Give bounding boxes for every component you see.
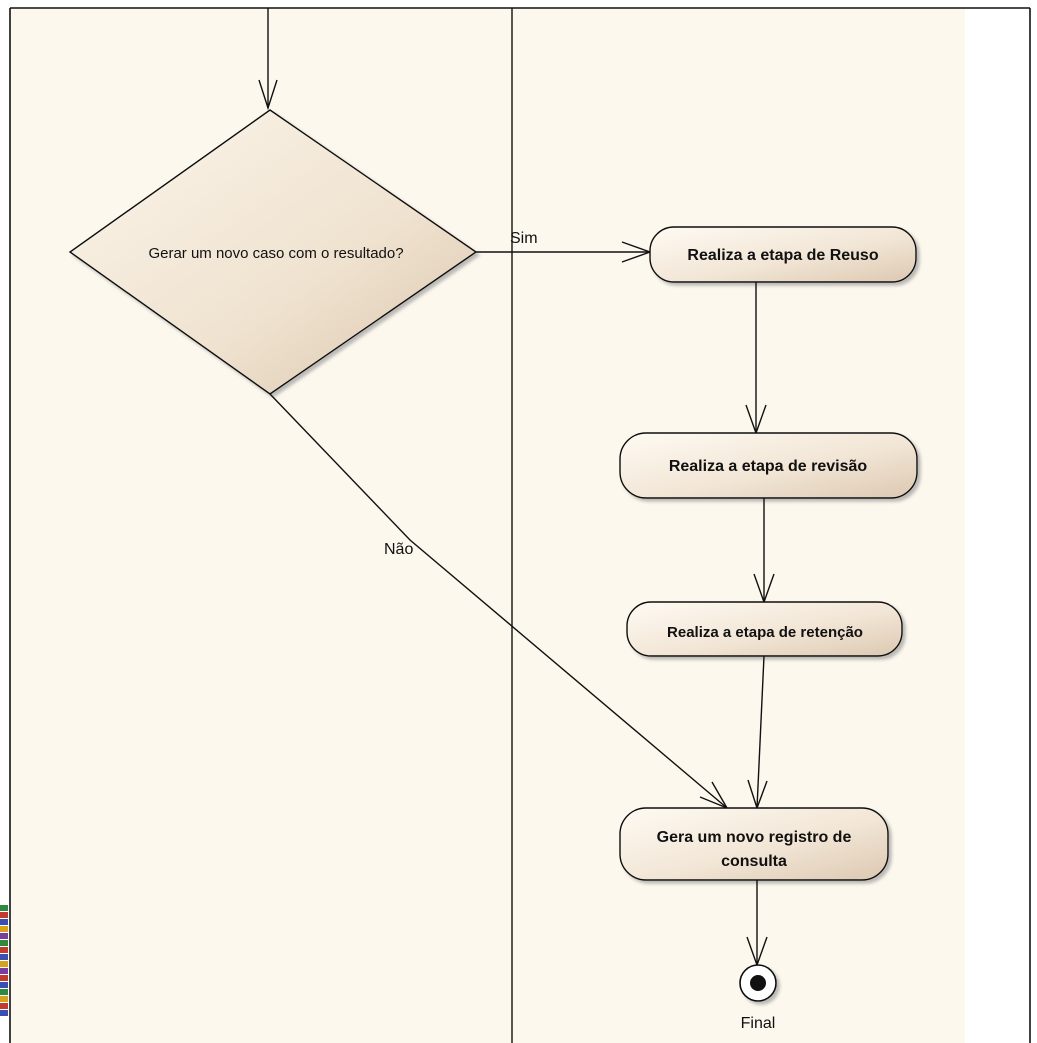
activity-new-record[interactable] (619, 807, 889, 881)
activity-retention-label: Realiza a etapa de retenção (667, 624, 863, 641)
activity-reuse-label: Realiza a etapa de Reuso (687, 247, 878, 264)
final-node-dot (750, 975, 766, 991)
edge-label-sim: Sim (510, 230, 538, 247)
edge-retention-record (756, 655, 765, 809)
activity-revision-label: Realiza a etapa de revisão (669, 458, 868, 475)
activity-retention[interactable] (626, 601, 903, 657)
activity-revision[interactable] (619, 432, 918, 499)
activity-reuse[interactable] (649, 226, 917, 283)
final-node[interactable] (739, 964, 777, 1002)
final-node-label: Final (741, 1015, 776, 1032)
decision-question: Gerar um novo caso com o resultado? (148, 245, 403, 262)
edge-nao (269, 393, 728, 809)
edge-label-nao: Não (384, 541, 413, 558)
activity-new-record-line2: consulta (721, 853, 787, 870)
decorative-stripes (0, 905, 8, 1016)
activity-new-record-line1: Gera um novo registro de (657, 829, 852, 846)
swimlane-area (10, 8, 965, 1043)
arrowhead-incoming (258, 79, 278, 111)
